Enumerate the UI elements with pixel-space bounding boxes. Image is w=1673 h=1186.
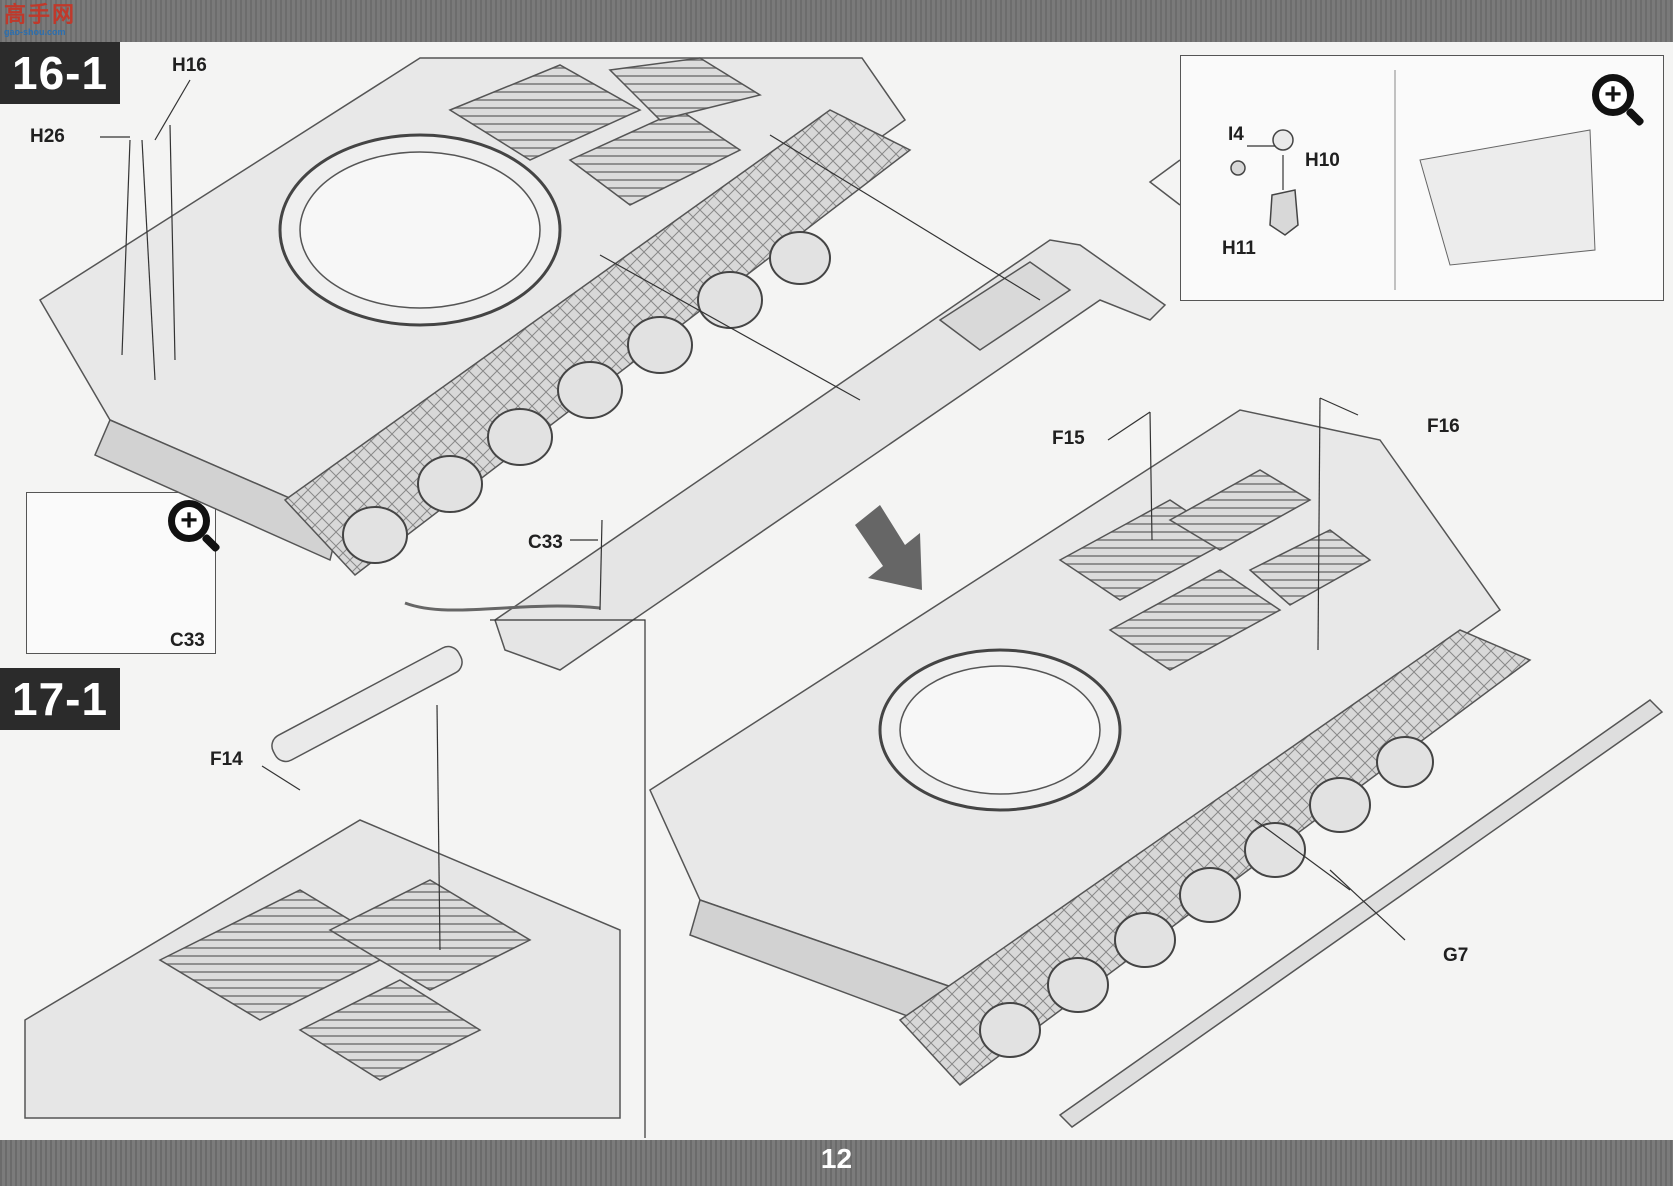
part-label-f14: F14 (210, 749, 243, 770)
part-label-g7: G7 (1443, 945, 1469, 966)
part-label-f15: F15 (1052, 428, 1085, 449)
detail-parts-h10 (1230, 129, 1299, 236)
site-logo: 高手网 gao-shou.com (4, 2, 99, 38)
zoom-plus-icon: + (1592, 74, 1634, 116)
part-label-c33: C33 (528, 532, 563, 553)
hull-upper (38, 57, 912, 577)
logo-text: 高手网 (4, 2, 77, 27)
part-label-h10: H10 (1305, 150, 1340, 171)
step-16-1-marker: 16-1 (0, 42, 121, 104)
detail-17-1 (24, 645, 621, 1119)
part-label-f16: F16 (1427, 416, 1460, 437)
road-wheels-lower (979, 736, 1434, 1058)
step-17-1-marker: 17-1 (0, 668, 121, 730)
fender-assembly (404, 239, 1167, 671)
zoom-plus-icon: + (168, 500, 210, 542)
logo-subtext: gao-shou.com (4, 27, 66, 37)
part-label-h16: H16 (172, 55, 207, 76)
road-wheels-upper (342, 231, 831, 564)
side-skirt-g7 (1058, 699, 1664, 1128)
top-band (0, 0, 1673, 42)
assembly-arrow-icon (855, 505, 922, 590)
bottom-band (0, 1140, 1673, 1186)
part-label-c33-detail: C33 (170, 630, 205, 651)
part-label-h26: H26 (30, 126, 65, 147)
part-label-h11: H11 (1222, 238, 1256, 259)
guide-lines (100, 79, 1406, 951)
part-label-i4: I4 (1228, 124, 1244, 145)
page-number: 12 (820, 1143, 853, 1174)
